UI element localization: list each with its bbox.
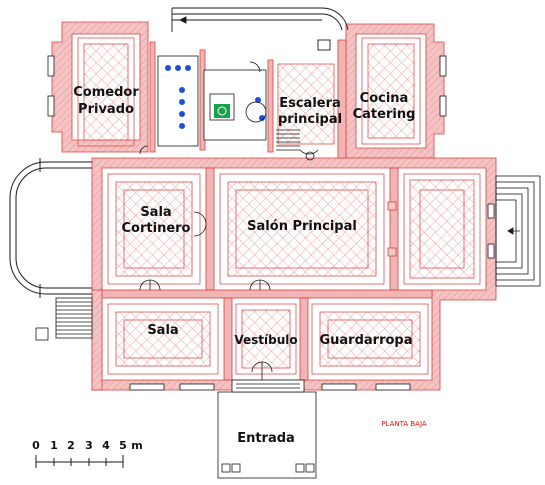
windows	[47, 55, 495, 391]
top-ramp	[171, 7, 349, 51]
label-escalera-2: principal	[278, 112, 342, 127]
room-patterns	[77, 37, 481, 375]
restrooms	[157, 55, 267, 147]
columns	[387, 201, 397, 257]
label-sala: Sala	[147, 323, 178, 338]
label-vestibulo: Vestíbulo	[234, 333, 297, 347]
label-cocina-1: Cocina	[360, 91, 409, 106]
label-guardarropa: Guardarropa	[319, 333, 412, 348]
label-entrada: Entrada	[237, 431, 295, 446]
toilet-fixtures-icon	[165, 65, 265, 129]
left-stairs	[35, 297, 93, 341]
scale-unit: m	[131, 439, 142, 452]
scale-bar: 0 1 2 3 4 5 m	[32, 439, 143, 468]
scale-tick-4: 4	[102, 439, 110, 452]
scale-tick-1: 1	[50, 439, 58, 452]
label-comedor-1: Comedor	[73, 85, 139, 100]
scale-tick-5: 5	[119, 439, 127, 452]
scale-tick-0: 0	[32, 439, 40, 452]
scale-ruler	[35, 455, 124, 468]
label-sala-cortinero-2: Cortinero	[122, 221, 191, 236]
label-comedor-2: Privado	[78, 102, 134, 117]
entrance-porch	[217, 379, 317, 479]
main-staircase	[276, 129, 319, 161]
wheelchair-icon	[209, 93, 235, 121]
scale-tick-3: 3	[85, 439, 93, 452]
doors	[139, 61, 273, 380]
left-terrace	[9, 158, 92, 298]
room-labels: Comedor Privado Escalera principal Cocin…	[73, 85, 415, 446]
scale-tick-2: 2	[67, 439, 75, 452]
plan-note: PLANTA BAJA	[381, 420, 427, 428]
label-salon-principal: Salón Principal	[247, 219, 357, 234]
label-cocina-2: Catering	[353, 107, 416, 122]
label-escalera-1: Escalera	[279, 96, 341, 111]
label-sala-cortinero-1: Sala	[140, 205, 171, 220]
partition-walls	[101, 39, 433, 381]
right-stairs	[495, 175, 541, 287]
